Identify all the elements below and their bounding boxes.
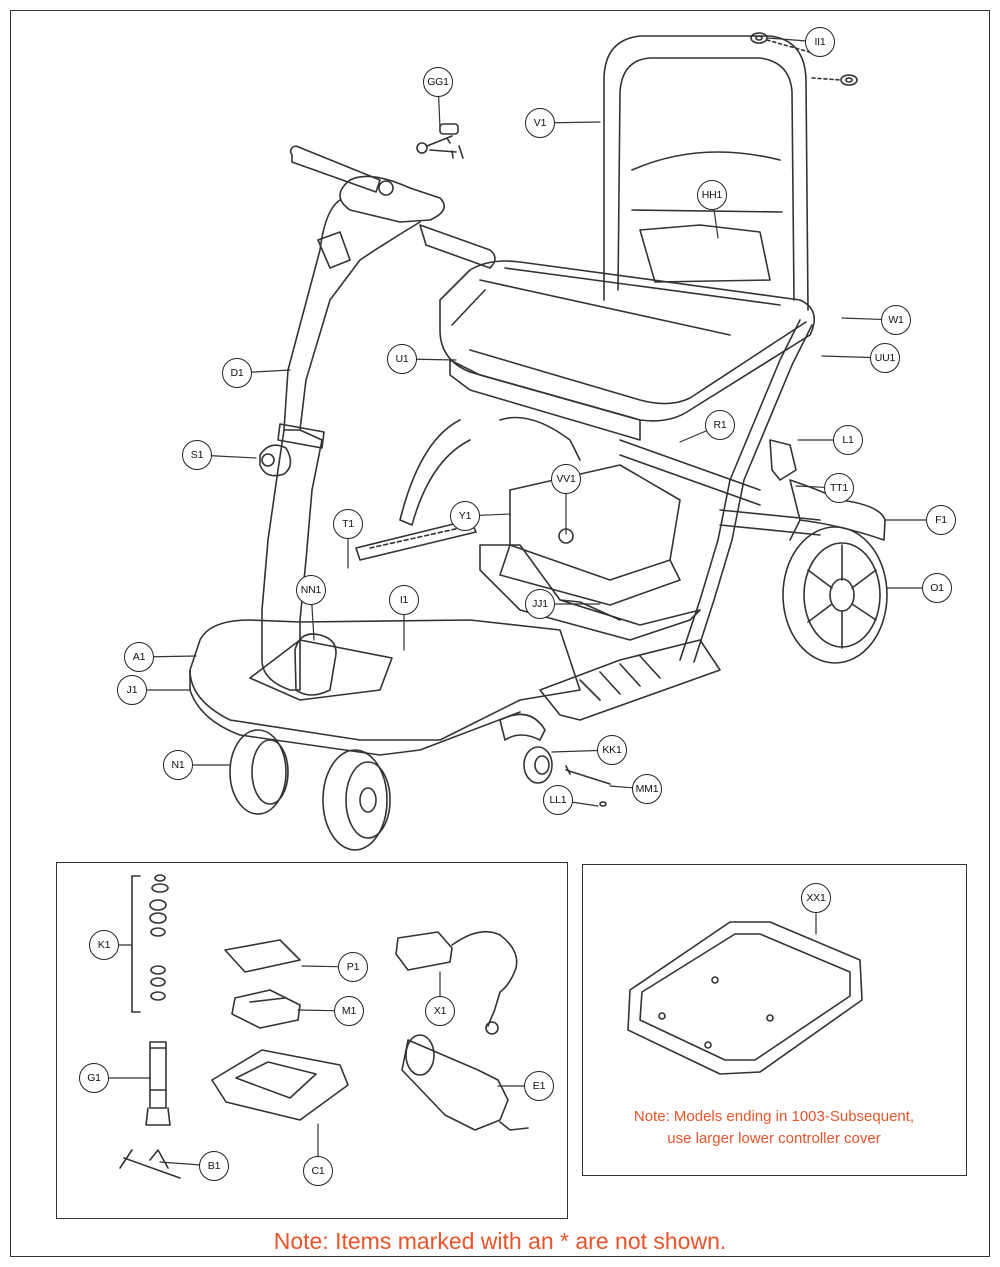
callout-c1: C1	[303, 1156, 333, 1186]
scooter-frame	[399, 319, 886, 663]
seat-cushion	[439, 260, 816, 441]
callout-d1: D1	[222, 358, 252, 388]
leader-line-p1	[301, 965, 339, 968]
callout-a1: A1	[124, 642, 154, 672]
leader-line-v1	[554, 121, 601, 124]
callout-p1: P1	[338, 952, 368, 982]
callout-uu1: UU1	[870, 343, 900, 373]
foot-deck	[189, 619, 721, 756]
leader-line-r1	[679, 430, 707, 443]
leader-line-nn1	[311, 604, 315, 641]
callout-mm1: MM1	[632, 774, 662, 804]
callout-k1: K1	[89, 930, 119, 960]
inset-note: Note: Models ending in 1003-Subsequent, …	[588, 1106, 960, 1150]
callout-hh1: HH1	[697, 180, 727, 210]
callout-n1: N1	[163, 750, 193, 780]
key-icon	[416, 123, 464, 159]
leader-line-s1	[211, 455, 257, 459]
callout-o1: O1	[922, 573, 952, 603]
leader-line-hh1	[713, 209, 719, 239]
callout-xx1: XX1	[801, 883, 831, 913]
callout-m1: M1	[334, 996, 364, 1026]
controller-cover	[627, 921, 863, 1075]
callout-nn1: NN1	[296, 575, 326, 605]
footer-note: Note: Items marked with an * are not sho…	[273, 1228, 727, 1254]
leader-line-ll1	[572, 801, 599, 807]
inset-note-line-2: use larger lower controller cover	[667, 1130, 881, 1147]
callout-v1: V1	[525, 108, 555, 138]
diagram-border	[10, 10, 990, 1257]
seat-back	[603, 35, 809, 311]
callout-tt1: TT1	[824, 473, 854, 503]
callout-y1: Y1	[450, 501, 480, 531]
callout-j1: J1	[117, 675, 147, 705]
leader-line-gg1	[438, 96, 441, 129]
callout-r1: R1	[705, 410, 735, 440]
callout-t1: T1	[333, 509, 363, 539]
callout-l1: L1	[833, 425, 863, 455]
bolt-icon	[565, 765, 611, 807]
callout-w1: W1	[881, 305, 911, 335]
callout-gg1: GG1	[423, 67, 453, 97]
leader-line-d1	[251, 369, 291, 373]
callout-b1: B1	[199, 1151, 229, 1181]
leader-line-uu1	[821, 355, 871, 359]
leader-line-m1	[297, 1009, 335, 1012]
callout-u1: U1	[387, 344, 417, 374]
callout-g1: G1	[79, 1063, 109, 1093]
callout-i1: I1	[389, 585, 419, 615]
inset-note-line-1: Note: Models ending in 1003-Subsequent,	[633, 1108, 915, 1125]
callout-ll1: LL1	[543, 785, 573, 815]
accessory-parts	[119, 874, 529, 1179]
callout-f1: F1	[926, 505, 956, 535]
leader-line-kk1	[551, 749, 598, 753]
callout-s1: S1	[182, 440, 212, 470]
callout-x1: X1	[425, 996, 455, 1026]
accessory-panel	[56, 862, 568, 1219]
leader-line-mm1	[609, 785, 633, 789]
leader-line-u1	[416, 358, 457, 361]
leader-line-b1	[159, 1161, 200, 1166]
callout-ii1: II1	[805, 27, 835, 57]
leader-line-y1	[479, 513, 511, 516]
callout-jj1: JJ1	[525, 589, 555, 619]
leader-lines	[108, 37, 927, 1166]
washer-icon	[750, 32, 858, 86]
controller-cover-panel	[582, 864, 967, 1176]
leader-line-w1	[841, 317, 882, 321]
leader-line-tt1	[795, 485, 825, 488]
tiller	[259, 145, 496, 691]
wheel	[229, 526, 888, 851]
leader-line-a1	[153, 655, 197, 658]
callout-e1: E1	[524, 1071, 554, 1101]
callout-kk1: KK1	[597, 735, 627, 765]
callout-vv1: VV1	[551, 464, 581, 494]
leader-line-ii1	[767, 37, 806, 42]
